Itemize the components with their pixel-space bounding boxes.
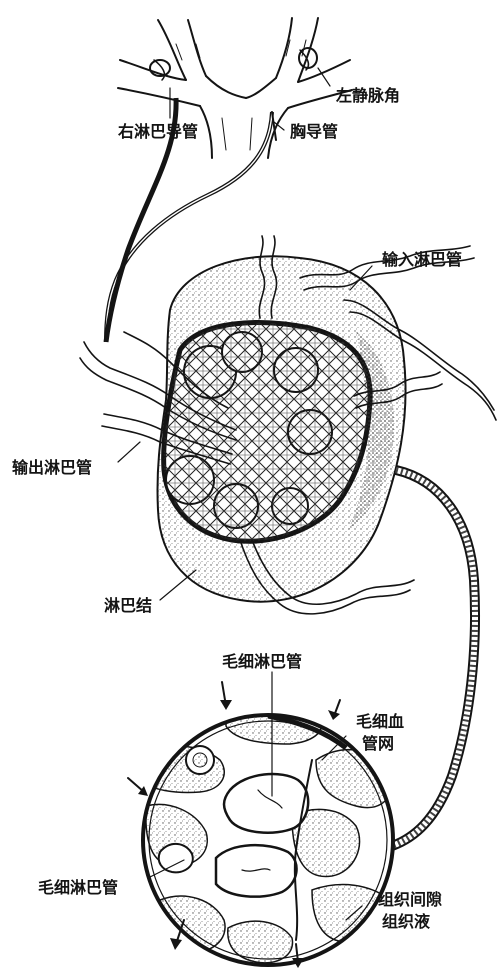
label-lymph-capillary-left: 毛细淋巴管	[38, 880, 118, 896]
label-thoracic-duct: 胸导管	[290, 124, 338, 140]
label-lymph-node: 淋巴结	[104, 598, 152, 614]
label-right-lymphatic-duct: 右淋巴导管	[118, 124, 198, 140]
label-efferent-lymph-vessel: 输出淋巴管	[12, 460, 92, 476]
label-afferent-lymph-vessel: 输入淋巴管	[382, 252, 462, 268]
label-lymph-capillary-top: 毛细淋巴管	[222, 654, 302, 670]
label-left-venous-angle: 左静脉角	[336, 88, 400, 104]
label-interstitial-space: 组织间隙	[378, 892, 442, 908]
label-blood-capillary-network-line1: 毛细血	[356, 714, 404, 730]
tissue-capillary-bed	[140, 712, 393, 965]
label-blood-capillary-network-line2: 管网	[362, 736, 394, 752]
label-interstitial-fluid: 组织液	[382, 914, 430, 930]
